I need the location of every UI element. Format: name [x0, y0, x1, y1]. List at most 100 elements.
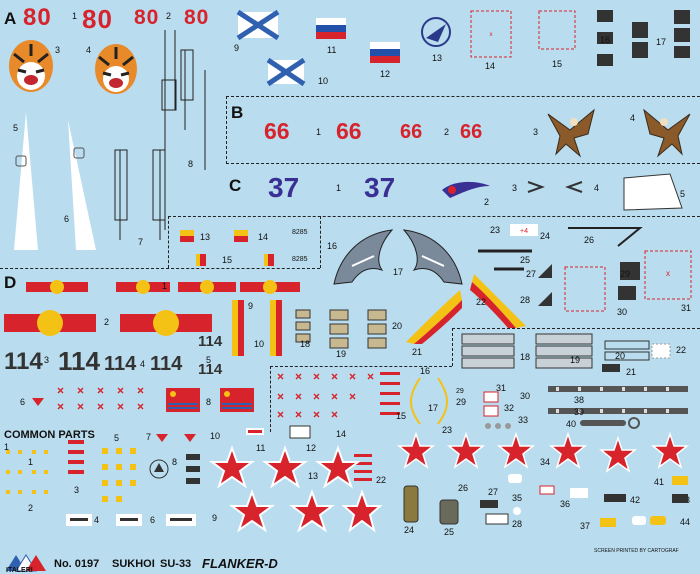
chevron-decal [565, 181, 583, 193]
stencil-panel-decal [295, 309, 311, 343]
side-number-66: 66 [336, 118, 362, 144]
shark-emblem-decal [402, 229, 463, 285]
red-x-stencils [57, 387, 144, 410]
decal-number: 30 [520, 391, 531, 401]
decal-number: 33 [518, 415, 529, 425]
decal-number: 6 [20, 397, 26, 407]
stencil-block-decal [538, 264, 552, 278]
tow-bar-decal [580, 417, 640, 429]
decal-number: 4 [630, 113, 636, 123]
decal-number: 14 [336, 429, 347, 439]
side-number-114: 114 [198, 361, 223, 378]
decal-number: 16 [327, 241, 338, 251]
decal-number: 13 [200, 232, 211, 242]
ejection-panel-decal [461, 333, 515, 369]
decal-number: 35 [512, 493, 523, 503]
vertical-stripe-decal [232, 300, 282, 356]
decal-number: 3 [512, 183, 518, 193]
stencil-marker-decal [116, 514, 142, 526]
stencil-marker-decal [650, 516, 666, 525]
decal-number: 7 [138, 237, 144, 247]
decal-number: 26 [584, 235, 595, 245]
stencil-panel-decal: x [644, 250, 692, 300]
side-number-66: 66 [400, 121, 423, 143]
tiger-head-decal [9, 40, 53, 92]
panel-outline-decal [651, 343, 671, 359]
section-divider [226, 96, 700, 97]
side-number-66: 66 [460, 121, 483, 143]
stencil-grid-decal [597, 10, 613, 66]
side-number-80: 80 [134, 6, 160, 29]
decal-number: 8 [188, 159, 194, 169]
decal-number: 21 [412, 347, 423, 357]
printer-credit: SCREEN PRINTED BY CARTOGRAF [594, 548, 679, 554]
stencil-dot-grid [102, 448, 136, 502]
decal-number: 22 [676, 345, 687, 355]
ejection-panel-decal [535, 333, 593, 369]
side-number-37: 37 [268, 172, 300, 203]
yellow-arc-decal [437, 377, 448, 425]
decal-number: 40 [566, 419, 577, 429]
svg-text:+4: +4 [520, 228, 528, 235]
decal-number: 1 [28, 457, 34, 467]
section-divider [270, 366, 271, 432]
walkway-lines-decal [114, 30, 206, 240]
decal-number: 19 [570, 355, 581, 365]
decal-number: 18 [520, 352, 531, 362]
decal-number: 9 [248, 301, 254, 311]
side-number-80: 80 [184, 6, 210, 29]
decal-number: 8 [206, 397, 212, 407]
decal-number: 5 [114, 433, 120, 443]
decal-number: 13 [308, 471, 319, 481]
decal-number: 9 [234, 43, 240, 53]
stencil-text-block [354, 454, 372, 481]
stencil-marker-decal [539, 485, 555, 495]
decal-number: 5 [680, 189, 686, 199]
stencil-marker-decal [600, 518, 616, 527]
decal-number: 26 [458, 483, 469, 493]
side-number-114: 114 [198, 333, 223, 350]
decal-number: 23 [442, 425, 453, 435]
section-divider [452, 328, 453, 366]
stencil-marker-decal [508, 474, 522, 483]
decal-number: 6 [150, 515, 156, 525]
decal-number: 2 [104, 317, 110, 327]
section-divider [168, 216, 169, 268]
andreevsky-flag-decal [266, 57, 306, 87]
decal-number: 31 [681, 303, 692, 313]
decal-number: 14 [485, 61, 496, 71]
decal-number: 4 [86, 45, 92, 55]
dot-row-decal [485, 423, 511, 429]
red-x-stencils [277, 373, 374, 418]
decal-number: 4 [140, 359, 146, 369]
decal-number: 14 [258, 232, 269, 242]
section-divider [320, 216, 321, 268]
section-divider [0, 268, 320, 269]
fin-panel-decal [623, 173, 683, 211]
stencil-panel-decal [564, 266, 606, 312]
red-star-insignia-group [209, 445, 383, 533]
stencil-marker-decal: +4 [510, 224, 538, 236]
svg-text:x: x [490, 32, 493, 38]
side-number-114: 114 [4, 348, 43, 375]
section-divider [168, 216, 700, 217]
stencil-block-decal [538, 292, 552, 306]
section-letter-b: B [231, 103, 244, 122]
decal-number: 5 [206, 355, 212, 365]
stencil-marker-decal [480, 500, 498, 508]
stencil-text: 8285 [292, 229, 308, 236]
decal-number: 44 [680, 517, 691, 527]
stencil-text: 8285 [292, 256, 308, 263]
section-divider [452, 328, 700, 329]
ejection-seat-icon-decal [149, 459, 169, 479]
section-divider [226, 163, 700, 164]
sheet-footer: ITALERI No. 0197 SUKHOI SU-33 FLANKER-D … [0, 549, 700, 574]
decal-number: 17 [393, 267, 404, 277]
stencil-panel-decal: x [470, 10, 512, 58]
chinese-star-bars-decal [4, 310, 212, 336]
decal-number: 30 [617, 307, 628, 317]
stencil-panel-decal [329, 309, 387, 349]
decal-number: 28 [512, 519, 523, 529]
decal-number: 16 [600, 35, 611, 45]
decal-number: 31 [496, 383, 507, 393]
